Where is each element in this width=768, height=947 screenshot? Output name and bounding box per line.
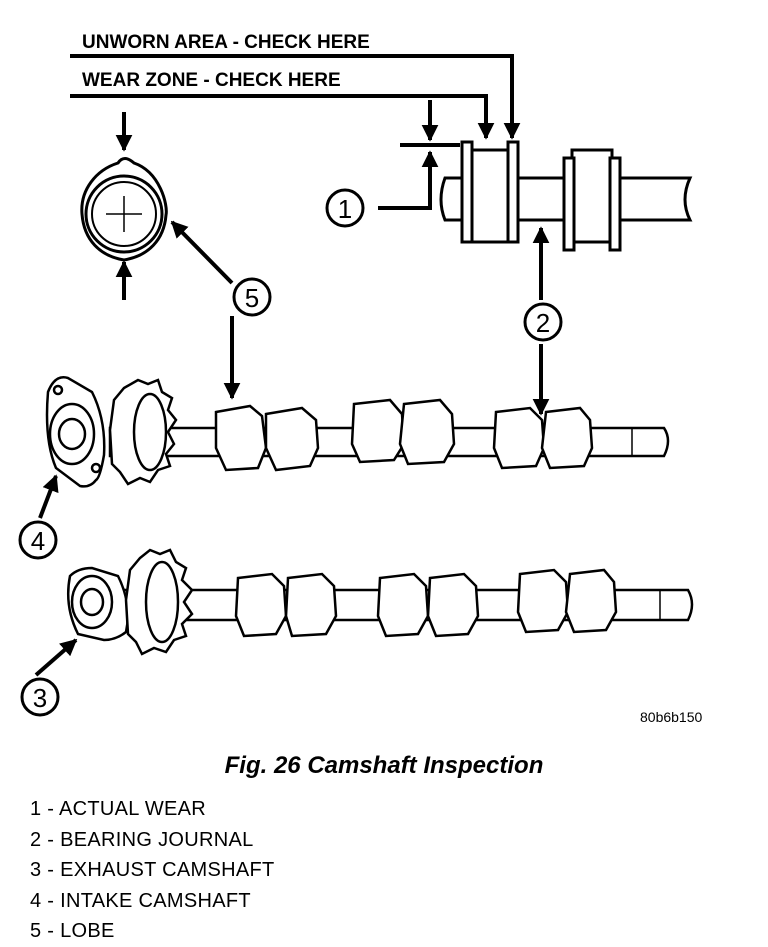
intake-camshaft <box>45 376 670 488</box>
callout-2-circle <box>523 302 563 342</box>
callout-4-number: 4 <box>31 526 45 556</box>
callout-1-number: 1 <box>338 194 352 224</box>
callout-4-circle <box>18 520 58 560</box>
shaft-detail-view <box>439 140 693 252</box>
image-code: 80b6b150 <box>640 709 703 725</box>
callout-3-circle <box>20 677 60 717</box>
legend-item-intake-camshaft: 4 - INTAKE CAMSHAFT <box>30 889 251 912</box>
legend-item-exhaust-camshaft: 3 - EXHAUST CAMSHAFT <box>30 859 275 881</box>
callout-5-number: 5 <box>245 283 259 313</box>
unworn-area-label: UNWORN AREA - CHECK HERE <box>82 32 370 53</box>
legend-list: 1 - ACTUAL WEAR 2 - BEARING JOURNAL 3 - … <box>30 794 275 947</box>
lobe-arrow-detail <box>170 220 234 285</box>
figure-caption: Fig. 26 Camshaft Inspection <box>224 752 544 779</box>
legend-item-bearing-journal: 2 - BEARING JOURNAL <box>30 828 254 851</box>
legend-item-actual-wear: 1 - ACTUAL WEAR <box>30 798 207 820</box>
intake-arrow <box>38 474 59 519</box>
callout-leader-lines <box>70 54 521 140</box>
wear-zone-label: WEAR ZONE - CHECK HERE <box>82 70 341 91</box>
callout-3-number: 3 <box>33 683 47 713</box>
callout-1-circle <box>325 188 365 228</box>
callout-2-number: 2 <box>536 308 550 338</box>
actual-wear-marker <box>378 100 460 210</box>
legend-item-lobe: 5 - LOBE <box>30 920 115 942</box>
exhaust-camshaft <box>67 548 694 656</box>
lobe-detail-view <box>80 157 168 262</box>
exhaust-arrow <box>34 638 78 677</box>
callout-5-circle <box>232 277 272 317</box>
